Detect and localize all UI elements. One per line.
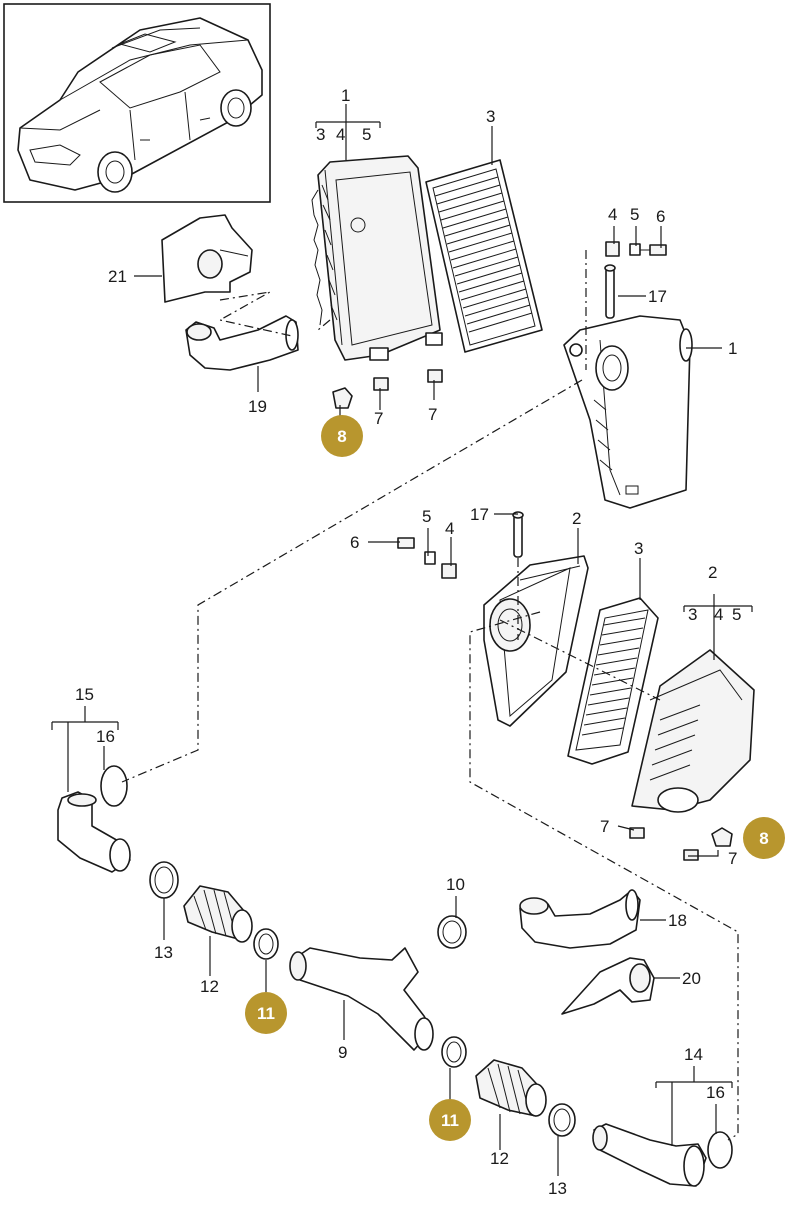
badge-11-mid-label: 11 [441,1111,459,1130]
connection-lines [121,250,739,1141]
intake-housing-upper-right [563,315,693,509]
y-pipe-9 [289,947,434,1051]
seal-ring-left [100,765,128,807]
hose-clamp-10 [437,915,467,949]
callout-6-top: 6 [656,207,665,226]
callout-13-left: 13 [154,943,173,962]
vehicle-thumbnail [3,3,271,203]
badge-11-left[interactable]: 11 [245,992,287,1034]
filter-element-lower [567,597,659,765]
callout-labels: 1 3 4 5 3 4 5 6 17 1 21 19 7 7 17 5 4 6 … [75,86,741,1198]
air-filter-housing-lower-left [483,555,589,727]
air-filter-housing-upper-left [311,155,443,361]
callout-4-top: 4 [608,205,617,224]
callout-17-mid: 17 [470,505,489,524]
heat-shield-20 [561,957,655,1015]
badge-8-right[interactable]: 8 [743,817,785,859]
callout-5-upper-group: 5 [362,125,371,144]
callout-4-mid: 4 [445,519,454,538]
air-duct-upper [185,315,299,371]
fastener-set-lower [397,511,524,579]
hose-clamp-11-mid [441,1036,467,1068]
hose-clamp-11-left [253,928,279,960]
filter-element-upper [425,159,543,353]
bellows-12-right [475,1059,547,1117]
highlight-badges: 8 8 11 11 [245,415,785,1141]
callout-10: 10 [446,875,465,894]
intake-pipe-left [57,791,131,873]
callout-2-right: 2 [708,563,717,582]
callout-3-top: 3 [486,107,495,126]
callout-12-left: 12 [200,977,219,996]
hose-clamp-13-right [548,1103,576,1137]
heat-shield-upper [161,214,253,303]
callout-3-upper-group: 3 [316,125,325,144]
callout-20: 20 [682,969,701,988]
intake-pipe-right [592,1123,707,1187]
grommets-upper [332,369,443,409]
air-filter-housing-lower-right [631,649,755,813]
leader-lines [51,104,753,1176]
callout-1-right: 1 [728,339,737,358]
callout-17-top: 17 [648,287,667,306]
callout-5-mid: 5 [422,507,431,526]
callout-21: 21 [108,267,127,286]
callout-4-right-group: 4 [714,605,723,624]
grommets-lower [629,827,733,861]
badge-8-top[interactable]: 8 [321,415,363,457]
callout-7-b: 7 [428,405,437,424]
fastener-set-upper [604,241,667,319]
callout-18: 18 [668,911,687,930]
callout-1-top: 1 [341,86,350,105]
callout-15: 15 [75,685,94,704]
callout-6-mid: 6 [350,533,359,552]
callout-16-right: 16 [706,1083,725,1102]
badge-8-top-label: 8 [337,427,346,446]
badge-8-right-label: 8 [759,829,768,848]
callout-5-top: 5 [630,205,639,224]
callout-5-right-group: 5 [732,605,741,624]
callout-3-right-group: 3 [688,605,697,624]
callout-4-upper-group: 4 [336,125,345,144]
callout-12-right: 12 [490,1149,509,1168]
callout-14: 14 [684,1045,703,1064]
callout-16-left: 16 [96,727,115,746]
callout-7-d: 7 [728,849,737,868]
badge-11-mid[interactable]: 11 [429,1099,471,1141]
air-duct-18 [519,889,641,949]
callout-9: 9 [338,1043,347,1062]
bellows-12-left [183,885,253,943]
seal-ring-right [707,1131,733,1169]
hose-clamp-13-left [149,861,179,899]
callout-7-c: 7 [600,817,609,836]
callout-2-mid: 2 [572,509,581,528]
callout-19: 19 [248,397,267,416]
callout-13-right: 13 [548,1179,567,1198]
badge-11-left-label: 11 [257,1004,275,1023]
callout-3-mid: 3 [634,539,643,558]
callout-7-a: 7 [374,409,383,428]
